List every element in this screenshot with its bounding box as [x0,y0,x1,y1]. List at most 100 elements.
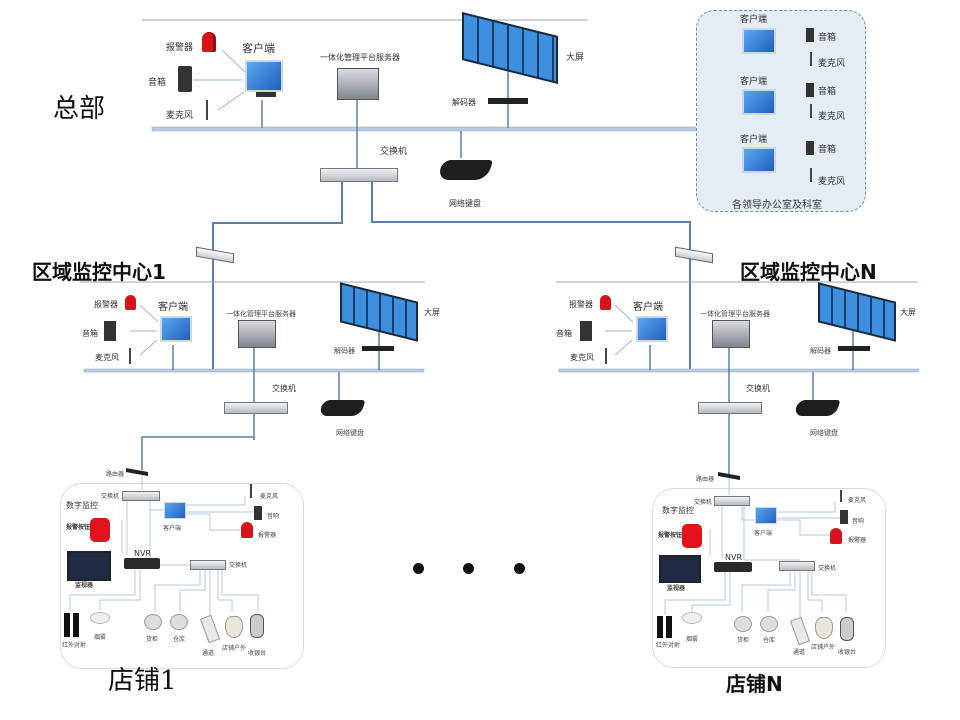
region-1-microphone-label: 麦克风 [95,353,119,362]
region-n-client-monitor-icon [636,316,668,342]
region-1-keyboard-label: 网络键盘 [336,429,364,437]
store-1-ir-beam-label: 红外对射 [62,642,87,649]
ellipsis-dot [463,563,474,574]
hq-server-icon [337,68,379,100]
office-microphone-label: 麦克风 [818,112,846,122]
hq-switch-label: 交换机 [380,147,408,157]
office-client-label: 客户端 [740,77,768,87]
store-n-cam-cashier-icon [840,617,854,641]
region-n-microphone-label: 麦克风 [570,353,594,362]
store-1-ir-beam-icon [64,613,80,637]
store-n-cam-outdoor-icon [815,617,833,639]
store-1-monitor-label: 监视器 [75,582,94,589]
hq-alarm-icon [202,32,216,52]
store-n-ir-beam-icon [657,616,673,638]
region-n-speaker-icon [580,321,592,341]
ellipsis-dot [413,563,424,574]
store-1-nvr-label: NVR [134,549,152,558]
office-speaker-icon [806,141,814,155]
store-n-smoke-label: 烟雾 [686,636,699,643]
store-n-cam-warehouse-label: 仓库 [763,637,776,644]
region-n-title: 区域监控中心N [740,260,877,284]
store-1-cam-goods-label: 货柜 [146,636,159,643]
region-1-client-label: 客户端 [158,302,188,313]
store-n-router-label: 路由器 [696,476,715,483]
store-1-speaker-icon [254,506,262,520]
store-1-switch2-label: 交换机 [229,562,248,569]
store-n-cam-warehouse-icon [760,616,778,632]
region-n-server-icon [712,320,750,348]
region-1-microphone-icon [129,348,131,364]
store-n-alarm-label: 报警器 [848,537,867,544]
store-n-alarm-button-label: 报警按钮 [658,532,683,539]
region-1-client-monitor-icon [160,316,192,342]
region-1-speaker-label: 音箱 [82,329,98,338]
office-microphone-icon [810,168,812,182]
hq-client-keyboard-icon [256,92,276,97]
region-n-server-label: 一体化管理平台服务器 [700,310,770,318]
store-1-nvr-icon [124,558,160,569]
store-1-alarm-button-icon [90,518,110,542]
hq-speaker-label: 音箱 [148,78,167,88]
region-n-keyboard-label: 网络键盘 [810,429,838,437]
store-n-cam-cashier-label: 收银台 [838,649,857,656]
office-microphone-icon [810,104,812,118]
region-1-alarm-icon [125,295,136,310]
office-microphone-label: 麦克风 [818,59,846,69]
hq-title: 总部 [53,94,106,124]
store-n-ir-beam-label: 红外对射 [656,642,681,649]
store-n-client-label: 客户端 [754,530,773,537]
store-1-cam-outdoor-icon [225,616,243,638]
region-n-switch-label: 交换机 [746,384,770,393]
office-speaker-label: 音箱 [818,87,837,97]
office-client-label: 客户端 [740,135,768,145]
store-n-switch2-label: 交换机 [818,565,837,572]
office-speaker-icon [806,83,814,97]
store-1-smoke-label: 烟雾 [94,634,107,641]
region-1-server-label: 一体化管理平台服务器 [226,310,296,318]
store-n-smoke-icon [682,612,702,624]
store-1-digital-monitor-label: 数字监控 [66,501,98,510]
store-n-monitor-icon [659,555,701,583]
region-n-microphone-icon [605,348,607,364]
store-n-cam-aisle-label: 通道 [793,649,806,656]
store-n-cam-goods-label: 货柜 [737,637,750,644]
store-1-speaker-label: 音响 [267,513,280,520]
office-monitor-icon [742,28,776,54]
store-1-switch-label: 交换机 [101,493,120,500]
store-1-smoke-icon [90,612,110,624]
region-n-speaker-label: 音箱 [556,329,572,338]
store-1-alarm-icon [241,522,253,538]
store-n-title: 店铺N [726,672,783,696]
hq-keyboard-label: 网络键盘 [449,199,481,208]
office-client-label: 客户端 [740,15,768,25]
store-n-switch-label: 交换机 [694,499,713,506]
store-1-client-icon [164,502,186,519]
office-speaker-icon [806,28,814,42]
store-n-monitor-label: 监视器 [667,585,686,592]
region-n-client-label: 客户端 [633,302,663,313]
region-1-decoder-label: 解码器 [334,347,355,355]
offices-panel [696,10,866,212]
offices-caption: 各领导办公室及科室 [732,200,822,211]
hq-alarm-label: 报警器 [166,43,194,53]
store-n-switch-icon [714,496,750,506]
store-n-nvr-icon [714,562,752,572]
region-n-decoder-icon [838,346,870,351]
store-n-switch2-icon [779,561,815,571]
hq-client-monitor-icon [245,60,283,92]
store-n-digital-monitor-label: 数字监控 [662,506,694,515]
region-n-alarm-icon [600,295,611,310]
hq-client-label: 客户端 [242,42,275,55]
store-1-microphone-icon [250,484,252,498]
region-n-big-screen-label: 大屏 [900,308,916,317]
hq-microphone-label: 麦克风 [166,111,194,121]
office-monitor-icon [742,89,776,115]
hq-microphone-icon [206,100,208,120]
store-1-alarm-button-label: 报警按钮 [66,524,91,531]
store-n-cam-outdoor-label: 店铺户外 [811,644,836,651]
region-n-alarm-label: 报警器 [569,300,593,309]
store-n-microphone-icon [840,490,842,502]
ellipsis-dot [514,563,525,574]
